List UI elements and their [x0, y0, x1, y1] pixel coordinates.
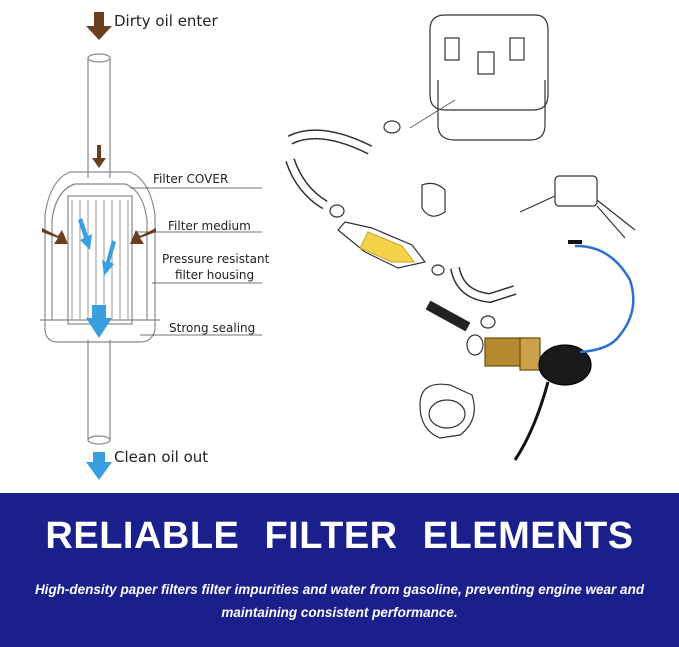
- banner-description: High-density paper filters filter impuri…: [34, 582, 645, 620]
- label-clean-oil-out: Clean oil out: [114, 448, 209, 466]
- label-filter-cover: Filter COVER: [153, 172, 229, 186]
- label-strong-sealing: Strong sealing: [169, 321, 256, 335]
- label-housing-line1: Pressure resistant: [162, 252, 270, 266]
- clean-flow-arrows: [78, 218, 116, 480]
- blue-wire: [574, 244, 635, 354]
- filter-diagram-area: Dirty oil enter Filter COVER Filter medi…: [40, 12, 636, 480]
- banner-headline: RELIABLE FILTER ELEMENTS: [45, 515, 634, 557]
- feature-banner: RELIABLE FILTER ELEMENTS High-density pa…: [0, 493, 679, 647]
- dirty-flow-arrows: [42, 12, 156, 244]
- label-housing-line2: filter housing: [175, 268, 255, 282]
- label-dirty-oil-enter: Dirty oil enter: [114, 12, 218, 30]
- filter-cutaway-illustration: [40, 12, 636, 480]
- label-filter-medium: Filter medium: [168, 219, 251, 233]
- fuel-system-parts-illustration: [285, 14, 636, 461]
